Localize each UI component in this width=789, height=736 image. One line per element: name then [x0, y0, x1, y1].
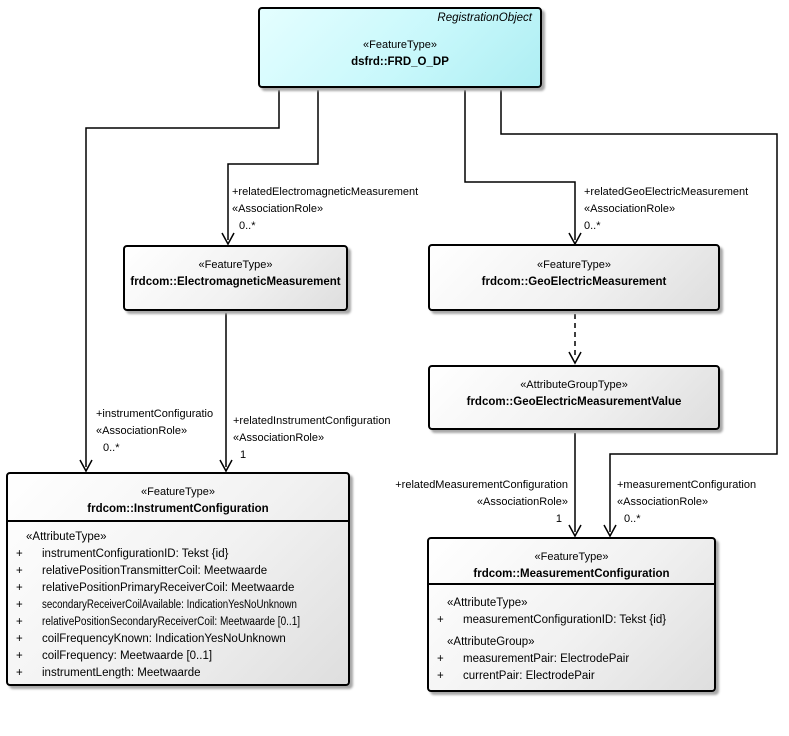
multiplicity-label: 0..*: [584, 220, 601, 232]
attribute-group-heading: «AttributeGroup»: [447, 636, 535, 648]
stereotype-label: «FeatureType»: [537, 259, 611, 271]
association-label-related-measurement-configuration[interactable]: +relatedMeasurementConfiguration «Associ…: [370, 477, 568, 528]
association-label-related-geo-electric-measurement[interactable]: +relatedGeoElectricMeasurement «Associat…: [584, 184, 748, 235]
class-box-frd-o-dp[interactable]: RegistrationObject «FeatureType» dsfrd::…: [258, 7, 542, 88]
attribute-row[interactable]: +instrumentLength: Meetwaarde: [16, 667, 201, 679]
stereotype-label: «FeatureType»: [534, 551, 609, 563]
attribute-row[interactable]: +relativePositionPrimaryReceiverCoil: Me…: [16, 582, 295, 594]
arrowhead-instrumentconfiguration: [79, 459, 93, 473]
class-name: frdcom::GeoElectricMeasurementValue: [466, 396, 682, 408]
attribute-row[interactable]: +relativePositionSecondaryReceiverCoil: …: [16, 616, 301, 628]
association-label-measurement-configuration[interactable]: +measurementConfiguration «AssociationRo…: [617, 477, 756, 528]
attribute-type-heading: «AttributeType»: [447, 597, 528, 609]
association-label-instrument-configuration[interactable]: +instrumentConfiguratio «AssociationRole…: [96, 406, 213, 457]
class-box-instrument-configuration[interactable]: «FeatureType» frdcom::InstrumentConfigur…: [6, 472, 350, 686]
attribute-type-heading: «AttributeType»: [26, 531, 107, 543]
multiplicity-label: 0..*: [624, 513, 641, 525]
multiplicity-label: 0..*: [103, 442, 120, 454]
class-box-geo-electric-measurement-value[interactable]: «AttributeGroupType» frdcom::GeoElectric…: [428, 365, 720, 430]
class-name: frdcom::InstrumentConfiguration: [87, 503, 269, 515]
connector-frdodp-electromagneticmeasurement[interactable]: [227, 90, 319, 240]
arrowhead-measurementvalue: [568, 351, 582, 365]
class-name: frdcom::MeasurementConfiguration: [473, 568, 670, 580]
attribute-row[interactable]: +secondaryReceiverCoilAvailable: Indicat…: [16, 599, 297, 611]
attribute-row[interactable]: +coilFrequency: Meetwaarde [0..1]: [16, 650, 213, 662]
stereotype-label: «FeatureType»: [363, 39, 437, 51]
arrowhead-relatedinstrumentconfiguration: [219, 459, 233, 473]
arrowhead-measurementconfiguration: [603, 524, 617, 538]
connector-frdodp-geoelectricmeasurement[interactable]: [464, 90, 576, 240]
multiplicity-label: 1: [240, 449, 247, 461]
association-label-related-electromagnetic-measurement[interactable]: +relatedElectromagneticMeasurement «Asso…: [232, 184, 418, 235]
connector-frdodp-measurementconfiguration[interactable]: [500, 90, 778, 532]
stereotype-label: «FeatureType»: [141, 486, 215, 498]
attribute-row[interactable]: +coilFrequencyKnown: IndicationYesNoUnkn…: [16, 633, 286, 645]
association-label-related-instrument-configuration[interactable]: +relatedInstrumentConfiguration «Associa…: [233, 413, 390, 464]
multiplicity-label: 1: [555, 513, 562, 525]
class-box-geo-electric-measurement[interactable]: «FeatureType» frdcom::GeoElectricMeasure…: [428, 244, 720, 311]
class-name: frdcom::GeoElectricMeasurement: [481, 276, 667, 288]
class-name: dsfrd::FRD_O_DP: [351, 56, 449, 68]
stereotype-label: «FeatureType»: [198, 259, 273, 271]
attribute-row[interactable]: +relativePositionTransmitterCoil: Meetwa…: [16, 565, 268, 577]
connector-frdodp-instrumentconfiguration[interactable]: [85, 90, 280, 467]
attribute-row[interactable]: +currentPair: ElectrodePair: [437, 670, 595, 682]
arrowhead-relatedmeasurementconfiguration: [568, 524, 582, 538]
attribute-row[interactable]: +instrumentConfigurationID: Tekst {id}: [16, 548, 229, 560]
class-box-electromagnetic-measurement[interactable]: «FeatureType» frdcom::ElectromagneticMea…: [123, 245, 348, 311]
class-box-measurement-configuration[interactable]: «FeatureType» frdcom::MeasurementConfigu…: [427, 537, 716, 692]
attribute-row[interactable]: +measurementConfigurationID: Tekst {id}: [437, 614, 667, 626]
compartment-divider: [429, 583, 714, 585]
arrowhead-electromagneticmeasurement: [221, 232, 235, 246]
stereotype-label: «AttributeGroupType»: [520, 379, 628, 391]
registration-object-annotation: RegistrationObject: [437, 12, 532, 24]
compartment-divider: [8, 520, 348, 522]
class-name: frdcom::ElectromagneticMeasurement: [130, 276, 341, 288]
attribute-row[interactable]: +measurementPair: ElectrodePair: [437, 653, 630, 665]
multiplicity-label: 0..*: [239, 220, 256, 232]
